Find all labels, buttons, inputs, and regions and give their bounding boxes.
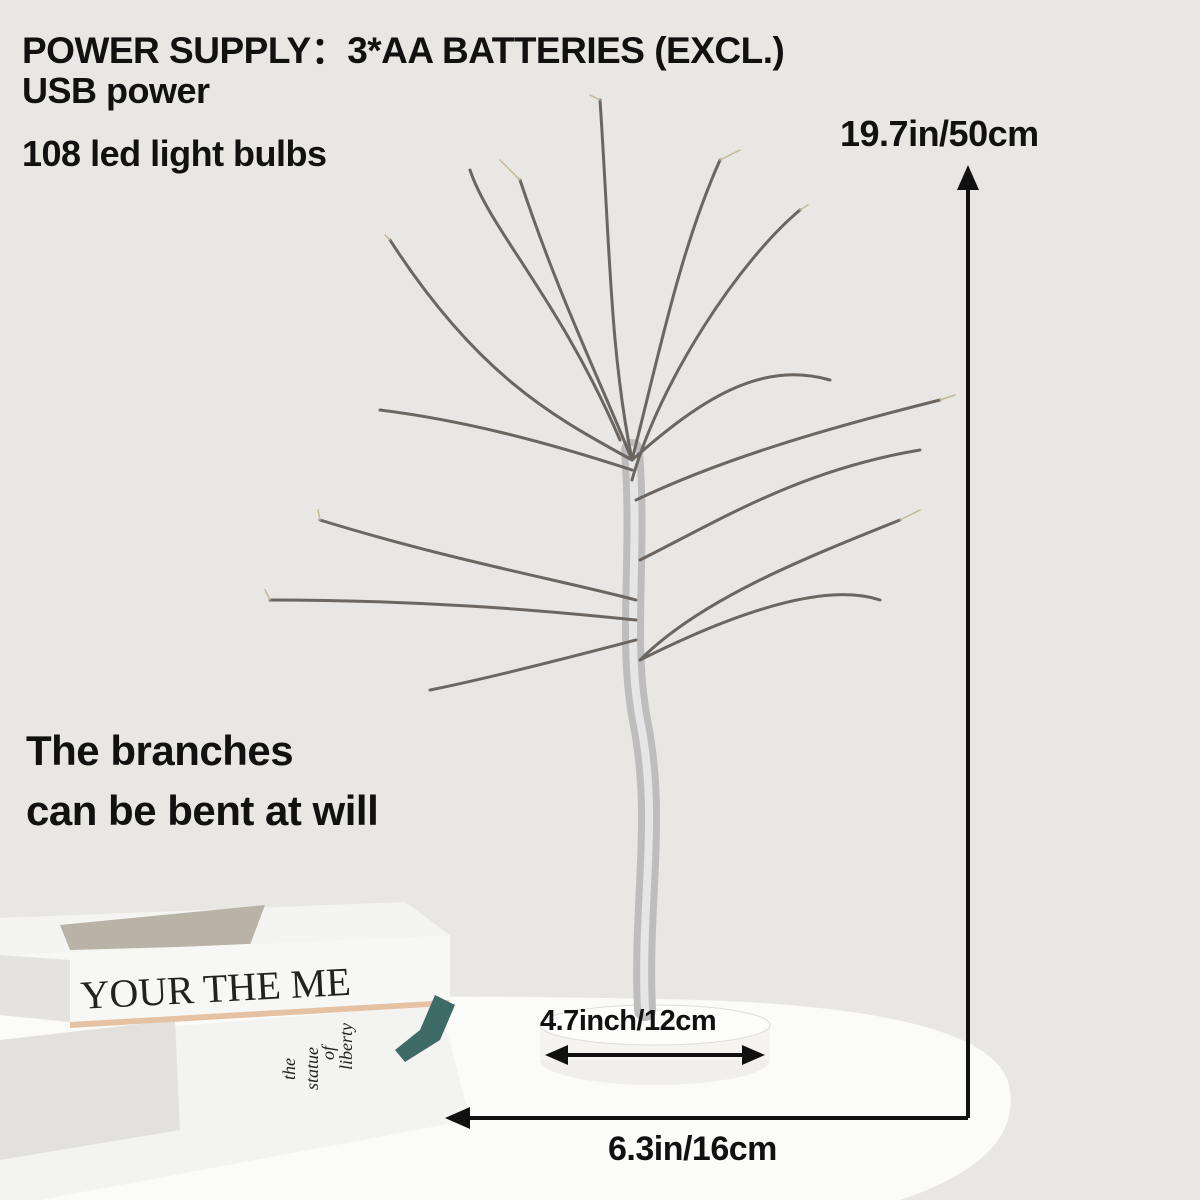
tree-base: [539, 1004, 771, 1085]
base-width-dimension: 4.7inch/12cm: [540, 1005, 717, 1037]
height-arrowhead: [957, 165, 979, 190]
book-bottom-title-1: the: [279, 1058, 299, 1080]
height-dimension: 19.7in/50cm: [840, 113, 1039, 154]
power-supply-text: POWER SUPPLY：3*AA BATTERIES (EXCL.): [22, 30, 785, 71]
statue-illustration: [395, 995, 455, 1062]
bulb-count-text: 108 led light bulbs: [22, 133, 327, 174]
book-stack: YOUR THE ME the statue of liberty: [0, 902, 470, 1200]
book-bottom-title-2: statue: [302, 1047, 322, 1090]
tree: [264, 94, 956, 1021]
feature-line-2: can be bent at will: [26, 787, 379, 834]
usb-power-text: USB power: [22, 70, 210, 111]
book-bottom-title-4: liberty: [336, 1023, 356, 1070]
spread-width-dimension: 6.3in/16cm: [608, 1130, 777, 1168]
feature-line-1: The branches: [26, 727, 294, 774]
book-bottom-title-3: of: [318, 1043, 338, 1060]
dimension-arrows: [445, 165, 979, 1129]
spread-arrowhead: [445, 1107, 470, 1129]
